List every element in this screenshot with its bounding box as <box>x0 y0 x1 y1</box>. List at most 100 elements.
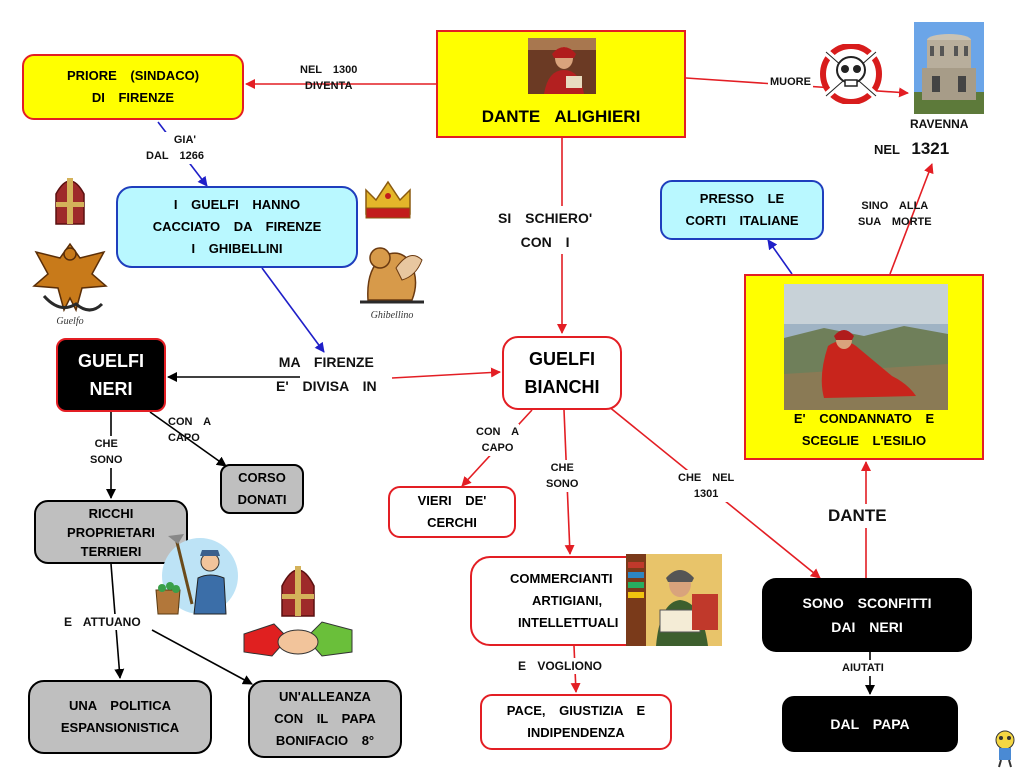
nel1321-a: NEL <box>874 142 900 157</box>
pace-line1: PACE, GIUSTIZIA E <box>506 703 646 718</box>
guelph-eagle-icon: Guelfo <box>32 242 108 326</box>
che-nel1301-line2: 1301 <box>693 488 719 500</box>
condannato-line1: E' CONDANNATO E <box>793 411 935 426</box>
guelfi-bianchi-line2: BIANCHI <box>524 377 600 397</box>
ricchi-line3: TERRIERI <box>80 543 142 559</box>
sino-line2: SUA MORTE <box>858 216 932 228</box>
politica-line2: ESPANSIONISTICA <box>60 720 180 735</box>
label-aiutati: AIUTATI <box>842 660 884 676</box>
che-sono-mid-line1: CHE <box>550 462 574 474</box>
dante-title: DANTE ALIGHIERI <box>481 107 641 126</box>
guelfi-neri-line2: NERI <box>89 379 133 399</box>
label-che-sono-left: CHE SONO <box>90 436 123 468</box>
papa-text: DAL PAPA <box>830 716 910 732</box>
label-ravenna: RAVENNA <box>910 117 969 131</box>
label-gia: GIA' DAL 1266 <box>146 132 204 164</box>
guelfo-caption: Guelfo <box>56 316 83 326</box>
node-ricchi-proprietari: RICCHI PROPRIETARI TERRIERI <box>34 500 188 564</box>
che-sono-left-line2: SONO <box>90 454 123 466</box>
label-sino-alla: SINO ALLA SUA MORTE <box>858 198 932 230</box>
label-ma-firenze: MA FIRENZE E' DIVISA IN <box>276 350 377 398</box>
label-dante: DANTE <box>828 504 887 528</box>
label-muore: MUORE <box>768 74 813 90</box>
skull-crossbones-icon <box>820 44 882 104</box>
sconfitti-line1: SONO SCONFITTI <box>802 595 932 611</box>
sino-line1: SINO ALLA <box>861 200 929 212</box>
ghibellino-caption: Ghibellino <box>371 310 414 320</box>
commercianti-line1: COMMERCIANTI <box>510 571 613 586</box>
label-nel-1321: NEL 1321 <box>874 138 949 161</box>
label-con-a-capo-mid: CON A CAPO <box>476 424 520 456</box>
ma-firenze-line2: E' DIVISA IN <box>276 378 377 394</box>
node-guelfi-neri: GUELFI NERI <box>56 338 166 412</box>
handshake-icon <box>243 566 353 657</box>
ricchi-line2: PROPRIETARI <box>67 524 155 540</box>
node-alleanza: UN'ALLEANZA CON IL PAPA BONIFACIO 8° <box>248 680 402 758</box>
alleanza-line2: CON IL PAPA <box>274 711 376 726</box>
node-corso-donati: CORSO DONATI <box>220 464 304 514</box>
label-e-vogliono: E VOGLIONO <box>518 658 603 674</box>
label-nel-1300: NEL 1300 DIVENTA <box>300 62 357 94</box>
guelfi-cacciato-line1: I GUELFI HANNO <box>173 197 301 212</box>
che-sono-left-line1: CHE <box>94 438 118 450</box>
che-nel1301-line1: CHE NEL <box>678 472 735 484</box>
presso-line2: CORTI ITALIANE <box>685 213 799 228</box>
label-si-schiero: SI SCHIERO' CON I <box>498 206 593 254</box>
guelfi-cacciato-line2: CACCIATO DA FIRENZE <box>152 219 322 234</box>
node-guelfi-cacciato: I GUELFI HANNO CACCIATO DA FIRENZE I GHI… <box>116 186 358 268</box>
arrow-to-bianchi <box>391 367 501 379</box>
corso-line2: DONATI <box>237 492 287 507</box>
guelfi-bianchi-line1: GUELFI <box>529 349 595 369</box>
nel1321-b: 1321 <box>911 139 950 158</box>
node-politica: UNA POLITICA ESPANSIONISTICA <box>28 680 212 754</box>
con-capo-mid-line1: CON A <box>476 426 520 438</box>
ma-firenze-line1: MA FIRENZE <box>278 354 374 370</box>
node-commercianti: COMMERCIANTI ARTIGIANI, INTELLETTUALI <box>470 554 722 646</box>
node-dal-papa: DAL PAPA <box>782 696 958 752</box>
con-capo-mid-line2: CAPO <box>481 442 514 454</box>
node-dante-alighieri: DANTE ALIGHIERI <box>436 30 686 138</box>
nel1300-line2: DIVENTA <box>304 80 353 92</box>
arrow-condannato-ravenna <box>889 163 934 275</box>
vieri-line2: CERCHI <box>427 515 477 530</box>
gia-line1: GIA' <box>173 134 197 146</box>
node-condannato: E' CONDANNATO E SCEGLIE L'ESILIO <box>744 274 984 460</box>
node-priore: PRIORE (SINDACO) DI FIRENZE <box>22 54 244 120</box>
scholar-reading-icon <box>626 554 722 646</box>
arrow-neri-corso <box>149 411 227 467</box>
label-e-attuano: E ATTUANO <box>64 614 141 630</box>
ravenna-tomb-icon <box>914 22 984 114</box>
presso-line1: PRESSO LE <box>699 191 785 206</box>
pace-line2: INDIPENDENZA <box>527 725 625 740</box>
label-che-nel-1301: CHE NEL 1301 <box>678 470 735 502</box>
che-sono-mid-line2: SONO <box>546 478 579 490</box>
arrow-condannato-presso <box>767 239 793 275</box>
node-vieri-de-cerchi: VIERI DE' CERCHI <box>388 486 516 538</box>
gia-line2: DAL 1266 <box>146 150 204 162</box>
ghibelline-lion-icon: Ghibellino <box>360 247 424 320</box>
label-che-sono-mid: CHE SONO <box>546 460 579 492</box>
alleanza-line1: UN'ALLEANZA <box>279 689 371 704</box>
node-presso-corti: PRESSO LE CORTI ITALIANE <box>660 180 824 240</box>
commercianti-line2: ARTIGIANI, <box>532 593 603 608</box>
alleanza-line3: BONIFACIO 8° <box>275 733 375 748</box>
label-con-a-capo-left: CON A CAPO <box>168 414 211 446</box>
farmer-icon <box>155 534 238 615</box>
priore-line1: PRIORE (SINDACO) <box>66 68 200 83</box>
sconfitti-line2: DAI NERI <box>831 619 903 635</box>
commercianti-line3: INTELLETTUALI <box>518 615 619 630</box>
dante-portrait-icon <box>528 38 596 94</box>
politica-line1: UNA POLITICA <box>69 698 171 713</box>
arrow-guelfi-mafirenze <box>261 267 325 353</box>
dante-exile-painting-icon <box>784 284 948 410</box>
ricchi-line1: RICCHI <box>88 505 134 521</box>
si-schiero-line2: CON I <box>520 234 570 250</box>
node-sconfitti: SONO SCONFITTI DAI NERI <box>762 578 972 652</box>
arrow-ricchi-alleanza <box>151 629 253 685</box>
con-capo-left-line2: CAPO <box>168 432 200 444</box>
guelfi-cacciato-line3: I GHIBELLINI <box>191 241 283 256</box>
crown-icon <box>365 180 411 219</box>
condannato-line2: SCEGLIE L'ESILIO <box>801 433 927 448</box>
vieri-line1: VIERI DE' <box>417 493 487 508</box>
si-schiero-line1: SI SCHIERO' <box>498 210 593 226</box>
